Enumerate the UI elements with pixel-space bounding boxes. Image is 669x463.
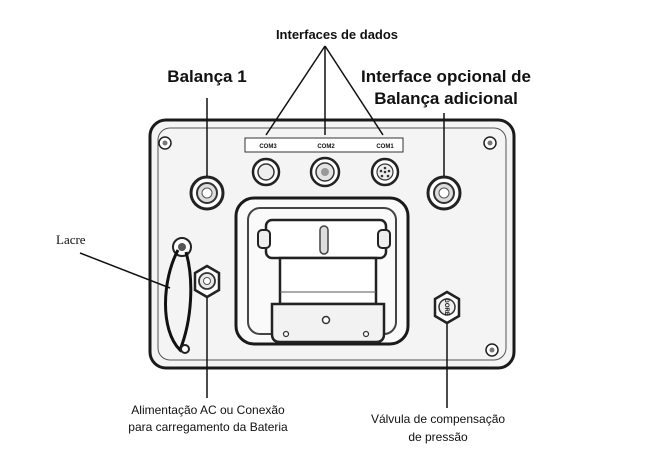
label-optional-interface-line2: Balança adicional — [374, 89, 518, 108]
com1-port — [370, 157, 400, 187]
label-seal: Lacre — [56, 232, 86, 247]
label-scale-1: Balança 1 — [167, 67, 246, 86]
screw-bottom-right — [485, 343, 499, 357]
callout-line-com3 — [265, 45, 326, 136]
carry-handle — [234, 196, 410, 346]
port-label-com1: COM1 — [376, 144, 394, 150]
label-power-line1: Alimentação AC ou Conexão — [131, 403, 285, 417]
port-label-com3: COM3 — [259, 144, 277, 150]
corner-screws — [158, 136, 499, 357]
callout-line-seal — [79, 252, 171, 289]
label-valve-line1: Válvula de compensação — [371, 412, 505, 426]
com3-port — [251, 157, 281, 187]
optional-scale-connector — [426, 175, 462, 211]
screw-top-right — [483, 136, 497, 150]
callout-line-com1 — [324, 45, 384, 136]
seal-wire — [164, 237, 193, 354]
ac-power-connector — [193, 264, 221, 299]
label-optional-interface-line1: Interface opcional de — [361, 67, 531, 86]
com2-port — [309, 156, 341, 188]
pressure-valve: GORE — [433, 290, 461, 325]
valve-tag: GORE — [443, 298, 449, 316]
label-valve-line2: de pressão — [408, 430, 468, 444]
com-label-strip: COM3 COM2 COM1 — [244, 137, 404, 153]
callout-lines — [79, 45, 448, 408]
label-data-interfaces: Interfaces de dados — [276, 27, 398, 42]
screw-top-left — [158, 136, 172, 150]
label-power-line2: para carregamento da Bateria — [128, 420, 288, 434]
scale-1-connector — [189, 175, 225, 211]
port-label-com2: COM2 — [317, 144, 335, 150]
